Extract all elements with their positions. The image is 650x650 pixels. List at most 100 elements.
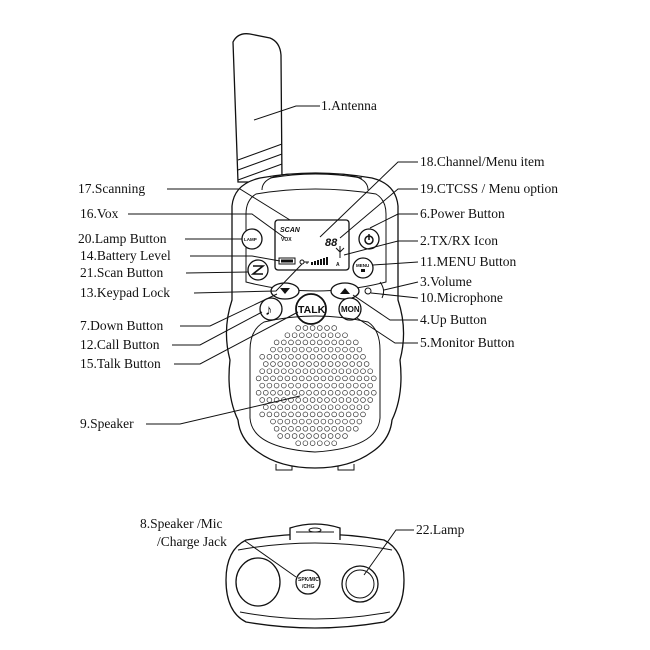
speaker-hole: [327, 346, 334, 353]
speaker-hole: [281, 382, 287, 389]
speaker-hole: [331, 397, 337, 403]
menu-button[interactable]: MENU: [352, 257, 374, 279]
call-button[interactable]: ♪: [259, 297, 283, 321]
speaker-hole: [299, 332, 305, 338]
speaker-hole: [331, 426, 337, 432]
speaker-hole: [277, 375, 283, 382]
speaker-hole: [273, 339, 280, 346]
speaker-hole: [353, 397, 359, 403]
power-button[interactable]: [358, 228, 380, 250]
speaker-hole: [327, 390, 334, 396]
lamp-button[interactable]: LAMP: [241, 228, 263, 250]
speaker-hole: [291, 418, 298, 425]
jack-label-1: SPK/MIC: [298, 577, 319, 583]
speaker-hole: [281, 354, 287, 360]
speaker-hole: [353, 382, 359, 389]
speaker-hole: [317, 411, 323, 418]
speaker-hole: [259, 354, 265, 360]
speaker-hole: [302, 382, 309, 389]
speaker-hole: [313, 346, 319, 353]
speaker-hole: [342, 346, 348, 353]
speaker-hole: [324, 368, 330, 374]
speaker-hole: [281, 339, 287, 346]
speaker-hole: [306, 418, 312, 425]
speaker-hole: [295, 325, 301, 331]
label-scanning: 17.Scanning: [78, 181, 145, 196]
speaker-hole: [309, 354, 316, 360]
speaker-hole: [313, 418, 319, 425]
speaker-hole: [299, 404, 305, 410]
scan-button[interactable]: [247, 259, 269, 281]
label-volume: 3.Volume: [420, 274, 472, 289]
speaker-hole: [349, 418, 355, 425]
speaker-hole: [277, 390, 283, 396]
speaker-hole: [291, 361, 298, 367]
lamp-lens: [341, 565, 379, 603]
speaker-hole: [320, 433, 327, 439]
speaker-hole: [335, 433, 341, 439]
up-button[interactable]: [330, 282, 360, 300]
speaker-hole: [342, 332, 348, 338]
speaker-hole: [320, 390, 327, 396]
speaker-hole: [356, 390, 363, 396]
speaker-hole: [342, 375, 348, 382]
speaker-hole: [281, 426, 287, 432]
speaker-hole: [313, 433, 319, 439]
antenna: [232, 33, 283, 183]
speaker-hole: [353, 411, 359, 418]
speaker-hole: [299, 418, 305, 425]
speaker-hole: [291, 433, 298, 439]
speaker-hole: [306, 433, 312, 439]
speaker-hole: [281, 368, 287, 374]
speaker-hole: [270, 361, 276, 367]
monitor-button[interactable]: MON: [338, 297, 362, 321]
speaker-hole: [317, 354, 323, 360]
speaker-hole: [338, 426, 345, 432]
speaker-hole: [371, 375, 377, 382]
speaker-hole: [360, 368, 366, 374]
callout-labels: 1.Antenna 18.Channel/Menu item 19.CTCSS …: [78, 98, 558, 549]
speaker-hole: [309, 339, 316, 346]
volume-knob[interactable]: [379, 281, 385, 299]
speaker-hole: [302, 339, 309, 346]
speaker-hole: [302, 325, 309, 331]
speaker-hole: [288, 368, 294, 374]
speaker-hole: [313, 361, 319, 367]
speaker-hole: [353, 354, 359, 360]
speaker-hole: [345, 382, 352, 389]
speaker-hole: [342, 404, 348, 410]
speaker-hole: [335, 418, 341, 425]
radio-bottom-view: SPK/MIC /CHG: [225, 523, 405, 629]
speaker-hole: [320, 346, 327, 353]
speaker-hole: [299, 390, 305, 396]
speaker-hole: [302, 440, 309, 446]
speaker-hole: [284, 332, 291, 338]
speaker-hole: [356, 375, 363, 382]
speaker-hole: [338, 411, 345, 418]
speaker-hole: [331, 325, 337, 331]
speaker-hole: [335, 390, 341, 396]
speaker-hole: [335, 346, 341, 353]
speaker-hole: [284, 404, 291, 410]
speaker-hole: [255, 390, 262, 396]
speaker-mic-charge-jack[interactable]: SPK/MIC /CHG: [295, 569, 321, 595]
speaker-grille: [249, 315, 381, 453]
label-lamp: 22.Lamp: [416, 522, 465, 537]
talk-button[interactable]: TALK: [295, 293, 327, 325]
speaker-hole: [266, 368, 273, 374]
lamp-key-label: LAMP: [244, 237, 257, 242]
label-scan-button: 21.Scan Button: [80, 265, 163, 280]
label-up-button: 4.Up Button: [420, 312, 487, 327]
speaker-hole: [281, 411, 287, 418]
speaker-hole: [309, 397, 316, 403]
speaker-hole: [295, 382, 301, 389]
label-power-button: 6.Power Button: [420, 206, 505, 221]
speaker-hole: [309, 368, 316, 374]
speaker-hole: [367, 368, 373, 374]
speaker-hole: [277, 404, 283, 410]
speaker-hole: [327, 418, 334, 425]
speaker-hole: [299, 361, 305, 367]
speaker-hole: [342, 361, 348, 367]
speaker-hole: [345, 426, 352, 432]
